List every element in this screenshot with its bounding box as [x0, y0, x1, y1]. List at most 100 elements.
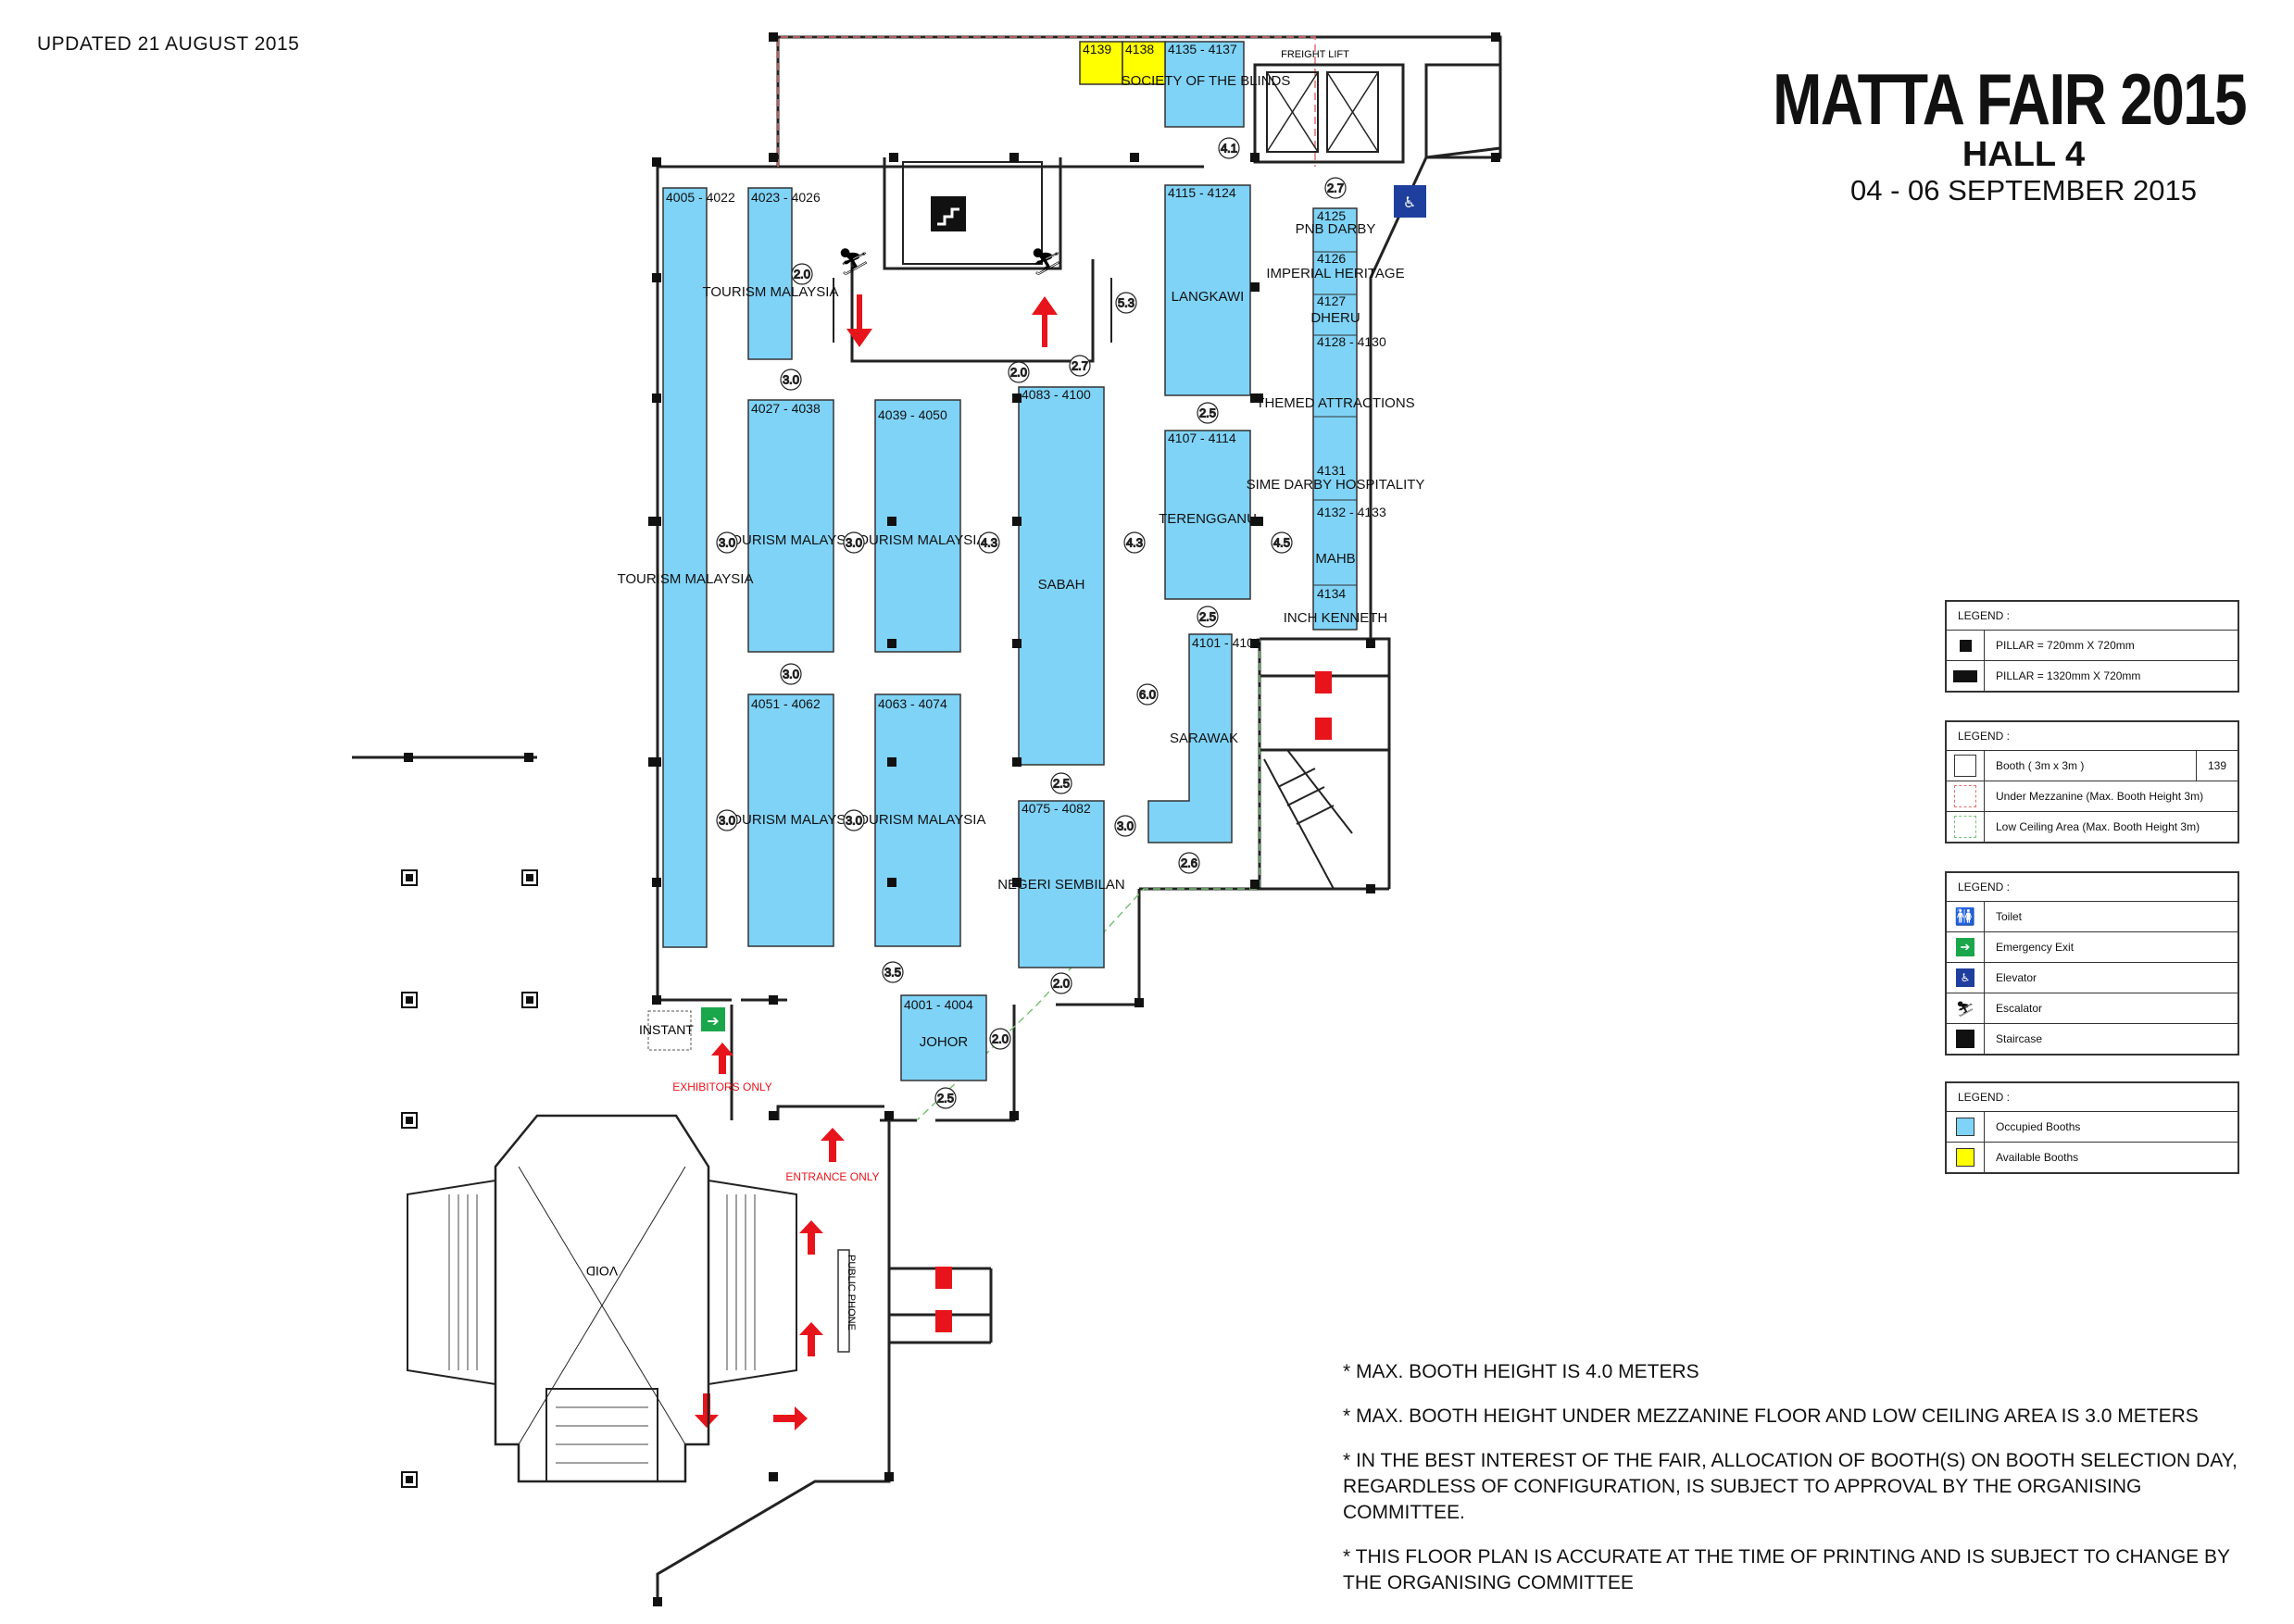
legend-row: Under Mezzanine (Max. Booth Height 3m) — [1947, 781, 2238, 812]
legend-text: Under Mezzanine (Max. Booth Height 3m) — [1996, 790, 2204, 803]
free-pillars — [401, 869, 538, 1488]
booth-id: 4075 - 4082 — [1022, 801, 1091, 816]
svg-text:➔: ➔ — [707, 1012, 719, 1030]
booth-4005-4022[interactable] — [662, 187, 708, 948]
aisle-marker: 4.1 — [1218, 137, 1240, 159]
toilet-icon-right-1 — [1315, 671, 1332, 693]
legend-status: LEGEND : Occupied Booths Available Booth… — [1945, 1081, 2239, 1174]
aisle-marker: 4.3 — [978, 531, 1000, 554]
aisle-marker: 2.5 — [934, 1087, 957, 1109]
booth-4107-4114[interactable] — [1164, 430, 1251, 600]
booth-4075-4082[interactable] — [1018, 800, 1105, 968]
central-core — [833, 157, 1112, 363]
booth-4115-4124[interactable] — [1164, 184, 1251, 396]
svg-text:5.3: 5.3 — [1118, 296, 1134, 310]
booth-name: SABAH — [1038, 577, 1085, 593]
escalator-icon: ⛷ — [1947, 993, 1985, 1023]
exhibitors-only-label: EXHIBITORS ONLY — [672, 1081, 772, 1093]
booth-id: 4134 — [1317, 586, 1346, 601]
updated-date: UPDATED 21 AUGUST 2015 — [37, 33, 300, 55]
booth-id: 4005 - 4022 — [666, 190, 735, 205]
instant-kiosk — [647, 1010, 692, 1051]
svg-text:3.0: 3.0 — [783, 373, 799, 387]
occupied-swatch — [1947, 1112, 1985, 1142]
toilet-icon-right-2 — [1315, 718, 1332, 740]
legend-row: Low Ceiling Area (Max. Booth Height 3m) — [1947, 812, 2238, 842]
aisle-marker: 4.3 — [1123, 531, 1146, 554]
booth-id: 4027 - 4038 — [751, 401, 821, 416]
booth-name: SOCIETY OF THE BLINDS — [1122, 73, 1291, 89]
legend-title: LEGEND : — [1947, 722, 2238, 751]
booth-name: NEGERI SEMBILAN — [997, 877, 1125, 893]
entrance-arrow-2 — [799, 1220, 823, 1255]
svg-text:4.5: 4.5 — [1273, 536, 1290, 550]
aisle-marker: 3.5 — [882, 961, 904, 983]
aisle-marker: 2.5 — [1050, 772, 1072, 794]
booth-name: TERENGGANU — [1159, 511, 1257, 527]
emergency-exit-icon-map: ➔ — [701, 1007, 725, 1031]
aisle-marker: 2.5 — [1197, 402, 1219, 424]
svg-text:4.3: 4.3 — [1126, 536, 1143, 550]
legend-row: ♿ Elevator — [1947, 963, 2238, 993]
svg-text:6.0: 6.0 — [1139, 688, 1156, 702]
stairwell-right — [1263, 749, 1353, 890]
booth-4023-4026[interactable] — [747, 187, 793, 360]
booth-id: 4125 — [1317, 208, 1346, 223]
booth-4001-4004[interactable] — [900, 994, 987, 1081]
booth-id: 4135 - 4137 — [1168, 42, 1237, 56]
booth-4083-4100[interactable] — [1018, 386, 1105, 766]
aisle-marker: 2.0 — [989, 1028, 1011, 1050]
legend-row: ➔ Emergency Exit — [1947, 932, 2238, 963]
booth-id: 4039 - 4050 — [878, 407, 947, 422]
staircase-icon-core — [931, 196, 966, 231]
pillars — [404, 32, 1500, 1606]
svg-text:3.0: 3.0 — [719, 536, 735, 550]
booth-name: SARAWAK — [1170, 731, 1238, 746]
booth-name: THEMED ATTRACTIONS — [1256, 395, 1414, 411]
booth-id: 4115 - 4124 — [1168, 185, 1236, 200]
note: * THIS FLOOR PLAN IS ACCURATE AT THE TIM… — [1343, 1546, 2230, 1593]
aisle-marker: 6.0 — [1136, 683, 1159, 706]
booth-4101-4106[interactable] — [1147, 633, 1233, 843]
booth-id: 4131 — [1317, 463, 1346, 478]
booth-4135-4137[interactable] — [1164, 41, 1245, 128]
aisle-marker: 2.6 — [1178, 852, 1200, 874]
booth-4125-4134[interactable] — [1312, 207, 1358, 631]
booth-id: 4107 - 4114 — [1168, 431, 1236, 445]
booth-id: 4126 — [1317, 251, 1346, 266]
svg-text:2.6: 2.6 — [1181, 856, 1197, 870]
entrance-arrow-3 — [799, 1322, 823, 1356]
staircase-icon — [1947, 1024, 1985, 1054]
booth-name: PNB DARBY — [1296, 221, 1376, 237]
booth-4138[interactable] — [1122, 41, 1166, 85]
legend-text: Elevator — [1996, 971, 2037, 984]
low-ceiling-swatch — [1947, 812, 1985, 842]
legend-row: PILLAR = 1320mm X 720mm — [1947, 661, 2238, 691]
toilet-icon-lower-2 — [935, 1310, 952, 1332]
legend-text: Booth ( 3m x 3m ) — [1996, 759, 2085, 772]
aisle-marker: 2.5 — [1197, 606, 1219, 628]
legend-text: Escalator — [1996, 1002, 2043, 1015]
void-label: VOID — [586, 1264, 618, 1279]
aisle-marker: 2.7 — [1069, 355, 1091, 377]
escalator-icon-down: ⛷ — [837, 246, 872, 347]
legend-row: 🚻 Toilet — [1947, 902, 2238, 932]
booth-4063-4074[interactable] — [874, 693, 961, 947]
booth-id: 4128 - 4130 — [1317, 334, 1386, 349]
toilet-icon: 🚻 — [1947, 902, 1985, 931]
mezzanine-boundary — [777, 36, 1316, 167]
booth-4051-4062[interactable] — [747, 693, 834, 947]
booth-name-labels: TOURISM MALAYSIA TOURISM MALAYSIA TOURIS… — [618, 73, 1425, 1050]
booth-name: SIME DARBY HOSPITALITY — [1247, 477, 1425, 493]
booth-name: TOURISM MALAYSIA — [850, 532, 986, 548]
instant-label: INSTANT — [639, 1022, 694, 1037]
aisle-markers: 2.0 3.0 3.0 3.0 3.0 3.0 3.0 3.0 4.3 4.3 … — [716, 137, 1347, 1109]
legend-title: LEGEND : — [1947, 602, 2238, 631]
void-atrium — [407, 1114, 797, 1483]
booths — [662, 41, 1358, 1081]
booth-id: 4001 - 4004 — [904, 997, 973, 1012]
svg-text:4.1: 4.1 — [1221, 142, 1237, 156]
free-pillar-cores — [406, 874, 533, 1483]
booth-4027-4038[interactable] — [747, 399, 834, 653]
booth-id-labels: 4005 - 4022 4023 - 4026 4027 - 4038 4039… — [666, 42, 1386, 1012]
